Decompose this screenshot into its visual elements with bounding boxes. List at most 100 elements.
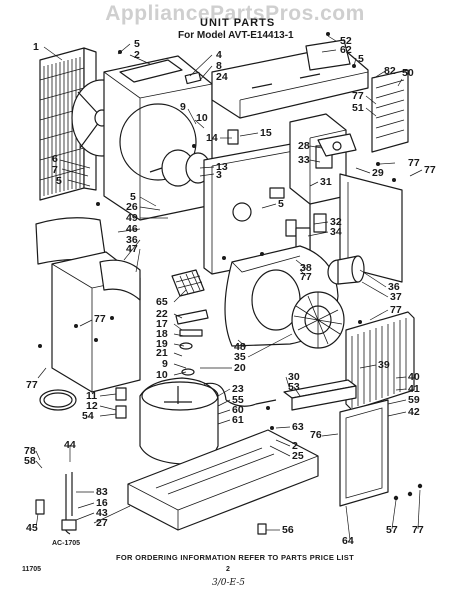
callout: 20 bbox=[234, 362, 246, 374]
capacitor-bracket bbox=[227, 129, 239, 145]
callout: 55 bbox=[232, 394, 244, 406]
fastener-screws bbox=[38, 32, 396, 430]
callout: 10 bbox=[196, 112, 208, 124]
mounting-bracket bbox=[175, 309, 209, 376]
callout: 60 bbox=[232, 404, 244, 416]
callout: 2 bbox=[134, 49, 140, 61]
callout: 82 bbox=[384, 65, 396, 77]
callout: 12 bbox=[86, 400, 98, 412]
panel-screws bbox=[393, 483, 423, 501]
callout: 5 bbox=[56, 175, 62, 187]
callout: 56 bbox=[282, 524, 294, 536]
base-pan bbox=[127, 429, 319, 531]
callout: 51 bbox=[352, 102, 364, 114]
callout: 2 bbox=[292, 440, 298, 452]
callout: 45 bbox=[26, 522, 38, 534]
callout: 27 bbox=[96, 517, 108, 529]
compressor bbox=[139, 377, 227, 465]
callout: 3 bbox=[216, 169, 222, 181]
callout: 78 bbox=[24, 445, 36, 457]
callout: 37 bbox=[390, 291, 402, 303]
callout: 64 bbox=[342, 535, 354, 547]
callout: 14 bbox=[206, 132, 218, 144]
gasket-ring bbox=[39, 389, 77, 411]
callout: 35 bbox=[234, 351, 246, 363]
heater-element bbox=[371, 69, 409, 153]
diagram-title: UNIT PARTS bbox=[200, 17, 276, 29]
front-panel bbox=[339, 399, 389, 507]
callout: 52 bbox=[340, 35, 352, 47]
callout: 59 bbox=[408, 394, 420, 406]
callout: 5 bbox=[358, 53, 364, 65]
callout: 7 bbox=[52, 164, 58, 176]
callout: 10 bbox=[156, 369, 168, 381]
overload-protector bbox=[115, 387, 127, 419]
watermark: AppliancePartsPros.com bbox=[105, 2, 365, 25]
callout: 77 bbox=[390, 304, 402, 316]
callout: 28 bbox=[298, 140, 310, 152]
callout: 17 bbox=[156, 318, 168, 330]
selector-switch bbox=[295, 213, 327, 251]
callout: 43 bbox=[96, 507, 108, 519]
callout: 19 bbox=[156, 338, 168, 350]
callout: 31 bbox=[320, 176, 332, 188]
callout: 22 bbox=[156, 308, 168, 320]
leader-lines bbox=[35, 35, 423, 541]
callout: 61 bbox=[232, 414, 244, 426]
condensate-reservoir bbox=[305, 39, 351, 71]
callout: 77 bbox=[408, 157, 420, 169]
callout: 48 bbox=[234, 341, 246, 353]
callout: 42 bbox=[408, 406, 420, 418]
callout: 34 bbox=[330, 226, 342, 238]
callout: 1 bbox=[33, 41, 39, 53]
callout: 41 bbox=[408, 383, 420, 395]
drain-plug bbox=[257, 523, 267, 535]
callout: 40 bbox=[408, 371, 420, 383]
callout: 15 bbox=[260, 127, 272, 139]
blower-wheel bbox=[291, 291, 345, 349]
right-side-panel bbox=[339, 173, 403, 283]
callout: 46 bbox=[126, 223, 138, 235]
air-filter bbox=[283, 379, 357, 411]
callout: 5 bbox=[278, 198, 284, 210]
power-cord bbox=[35, 472, 77, 535]
callout: 33 bbox=[298, 154, 310, 166]
thermostat bbox=[317, 133, 357, 157]
callout: 8 bbox=[216, 60, 222, 72]
callout: 36 bbox=[126, 234, 138, 246]
callout: 13 bbox=[216, 161, 228, 173]
callout: 11 bbox=[86, 390, 97, 402]
callout: 76 bbox=[310, 429, 322, 441]
callout: 77 bbox=[300, 271, 312, 283]
callout: 18 bbox=[156, 328, 168, 340]
callout: 62 bbox=[340, 44, 352, 56]
callout: 47 bbox=[126, 243, 138, 255]
callout: 54 bbox=[82, 410, 94, 422]
callout: 49 bbox=[126, 212, 138, 224]
callout: 6 bbox=[52, 153, 58, 165]
callout: 77 bbox=[352, 90, 364, 102]
filter-grid bbox=[171, 269, 205, 297]
callout: 32 bbox=[330, 216, 342, 228]
callout: 23 bbox=[232, 383, 244, 395]
callout: 36 bbox=[388, 281, 400, 293]
callout: 50 bbox=[402, 67, 414, 79]
callout: 38 bbox=[300, 262, 312, 274]
callout: 25 bbox=[292, 450, 304, 462]
callout: 26 bbox=[126, 201, 138, 213]
callout: 57 bbox=[386, 524, 398, 536]
callout: 58 bbox=[24, 455, 36, 467]
model-number: For Model AVT-E14413-1 bbox=[178, 30, 294, 41]
callout: 21 bbox=[156, 347, 168, 359]
callout: 5 bbox=[134, 38, 140, 50]
callout: 5 bbox=[130, 191, 136, 203]
callout: 4 bbox=[216, 49, 222, 61]
callout: 9 bbox=[180, 101, 186, 113]
callout: 39 bbox=[378, 359, 390, 371]
refrigerant-tubing bbox=[225, 399, 277, 407]
callout: 77 bbox=[424, 164, 436, 176]
document-number: 11705 bbox=[22, 566, 42, 573]
grille-flap bbox=[99, 259, 141, 301]
callout: 65 bbox=[156, 296, 168, 308]
